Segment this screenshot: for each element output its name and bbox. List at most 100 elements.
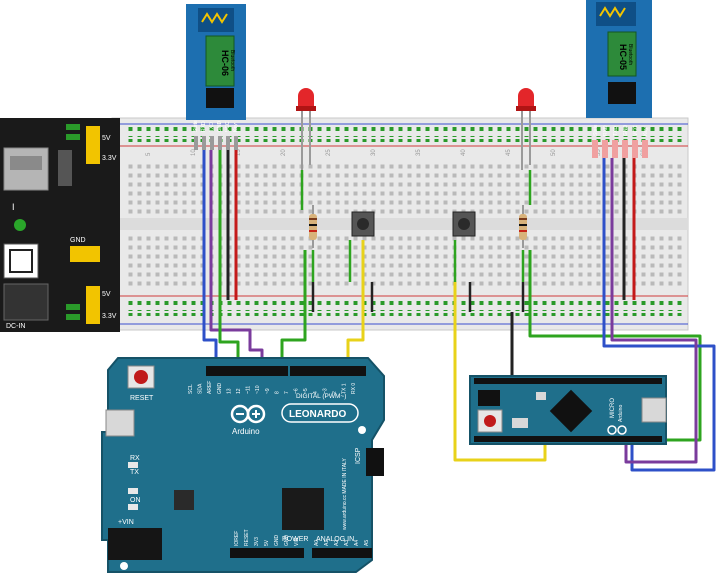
leonardo-logo-text: LEONARDO	[289, 409, 346, 420]
leonardo-pin-label: 2	[332, 391, 338, 394]
leonardo-power-pin-label: VIN	[294, 537, 300, 546]
power-led	[14, 219, 26, 231]
jumper-mid[interactable]	[70, 246, 100, 262]
column-number: 30	[371, 149, 377, 156]
bottom-rail-holes-a	[125, 300, 685, 306]
bt-left-subtitle: Bluetooth	[229, 50, 235, 71]
bottom-rail-holes-b	[125, 310, 685, 316]
leonardo-digital-label: DIGITAL (PWM~)	[296, 393, 346, 400]
bt-left-pin-label: TXD	[209, 122, 215, 132]
breadboard-short-wires	[300, 170, 532, 312]
column-number: 15	[236, 149, 242, 156]
leonardo-power-label: POWER	[282, 536, 308, 543]
dc-jack	[3, 283, 49, 321]
leonardo-pin-label: SDA	[198, 383, 204, 394]
leonardo-usb-port	[105, 409, 135, 437]
leonardo-pin-label: 12	[236, 388, 242, 394]
leonardo-brand: Arduino	[232, 427, 260, 436]
terminal-holes-top	[125, 160, 685, 214]
column-number: 5	[146, 152, 152, 156]
leonardo-pin-label: 8	[274, 391, 280, 394]
leonardo-analog-pin-label: A0	[314, 540, 320, 546]
leonardo-rx-label: RX	[130, 455, 140, 462]
label-33v-bottom: 3.3V	[102, 313, 117, 320]
label-gnd: GND	[70, 237, 86, 244]
column-number: 35	[416, 149, 422, 156]
bt-right-model: HC-05	[618, 44, 628, 70]
bt-right-pin-labels: State RXD TXD GND VCC Key	[593, 124, 649, 136]
arduino-micro: MICRO Arduino	[469, 375, 667, 445]
column-number: 50	[551, 149, 557, 156]
leonardo-analog-label: ANALOG IN	[316, 536, 354, 543]
micro-brand: Arduino	[618, 405, 624, 422]
leonardo-pin-label: GND	[217, 383, 223, 395]
leonardo-pin-label: SCL	[188, 384, 194, 394]
bt-right-subtitle: Bluetooth	[627, 44, 633, 65]
bt-right-pin-label: TXD	[613, 126, 619, 136]
bt-right-pin-label: State	[593, 124, 599, 136]
bt-right-pin-label: Key	[643, 127, 649, 136]
column-number: 25	[326, 149, 332, 156]
led-left	[296, 88, 316, 170]
leonardo-analog-pin-label: A1	[324, 540, 330, 546]
leonardo-mcu-chip	[282, 488, 324, 530]
column-number: 40	[461, 149, 467, 156]
column-number: 10	[191, 149, 197, 156]
arduino-logo-icon	[230, 404, 266, 424]
leonardo-analog-pin-label: A4	[354, 540, 360, 546]
leonardo-pin-label: TX 1	[342, 383, 348, 394]
bt-left-pin-label: State	[193, 120, 199, 132]
bt-left-pin-label: Key	[233, 123, 239, 132]
leonardo-power-pin-label: IOREF	[234, 531, 240, 546]
leonardo-on-label: ON	[130, 497, 141, 504]
leonardo-vin-label: +VIN	[118, 519, 134, 526]
leonardo-icsp-label: ICSP	[355, 447, 362, 464]
leonardo-pin-label: ~5	[303, 388, 309, 394]
leonardo-pin-label: ~10	[255, 385, 261, 394]
leonardo-pin-label: ~6	[294, 388, 300, 394]
push-button-left[interactable]	[351, 211, 375, 237]
bt-right-pin-label: GND	[623, 125, 629, 137]
power-module: I DC-IN 5V 3.3V GND 5V 3.3V	[0, 118, 120, 332]
leonardo-pin-label: ~3	[322, 388, 328, 394]
leonardo-tx-label: TX	[130, 469, 139, 476]
leonardo-dc-jack	[108, 528, 162, 560]
breadboard: 51015202530354045505560	[111, 117, 689, 331]
leonardo-power-pin-label: GND	[274, 535, 280, 547]
bt-left-model: HC-06	[220, 50, 230, 76]
resistor-left	[309, 205, 317, 248]
column-number: 55	[596, 149, 602, 156]
micro-icsp	[478, 390, 500, 406]
label-i: I	[12, 202, 15, 212]
push-button-right[interactable]	[452, 211, 476, 237]
leonardo-power-pin-label: RESET	[244, 529, 250, 546]
leonardo-power-pin-label: 5V	[264, 539, 270, 546]
bt-right-pin-label: VCC	[633, 125, 639, 136]
micro-logo-icon	[607, 425, 627, 435]
leonardo-pin-label: ~9	[265, 388, 271, 394]
bluetooth-module-right: HC-05 Bluetooth State RXD TXD GND VCC Key	[586, 0, 652, 158]
leonardo-pin-label: 7	[284, 391, 290, 394]
top-rail-holes-a	[125, 127, 685, 133]
terminal-holes-bottom	[125, 234, 685, 288]
label-33v-top: 3.3V	[102, 155, 117, 162]
label-dc: DC-IN	[6, 323, 25, 330]
jumper-bottom[interactable]	[86, 286, 100, 324]
micro-name: MICRO	[610, 398, 616, 418]
led-right	[516, 88, 536, 170]
label-5v-bottom: 5V	[102, 291, 111, 298]
micro-usb-port	[641, 397, 667, 423]
bt-left-pin-label: RXD	[201, 121, 207, 132]
label-5v-top: 5V	[102, 135, 111, 142]
leonardo-analog-pin-label: A3	[344, 540, 350, 546]
leonardo-pin-label: 13	[226, 388, 232, 394]
leonardo-pin-label: 4	[313, 391, 319, 394]
jumper-top[interactable]	[86, 126, 100, 164]
leonardo-pin-label: AREF	[207, 381, 213, 394]
leonardo-reset-label: RESET	[130, 395, 154, 402]
bt-right-pin-label: RXD	[603, 125, 609, 136]
resistor-right	[519, 205, 527, 248]
